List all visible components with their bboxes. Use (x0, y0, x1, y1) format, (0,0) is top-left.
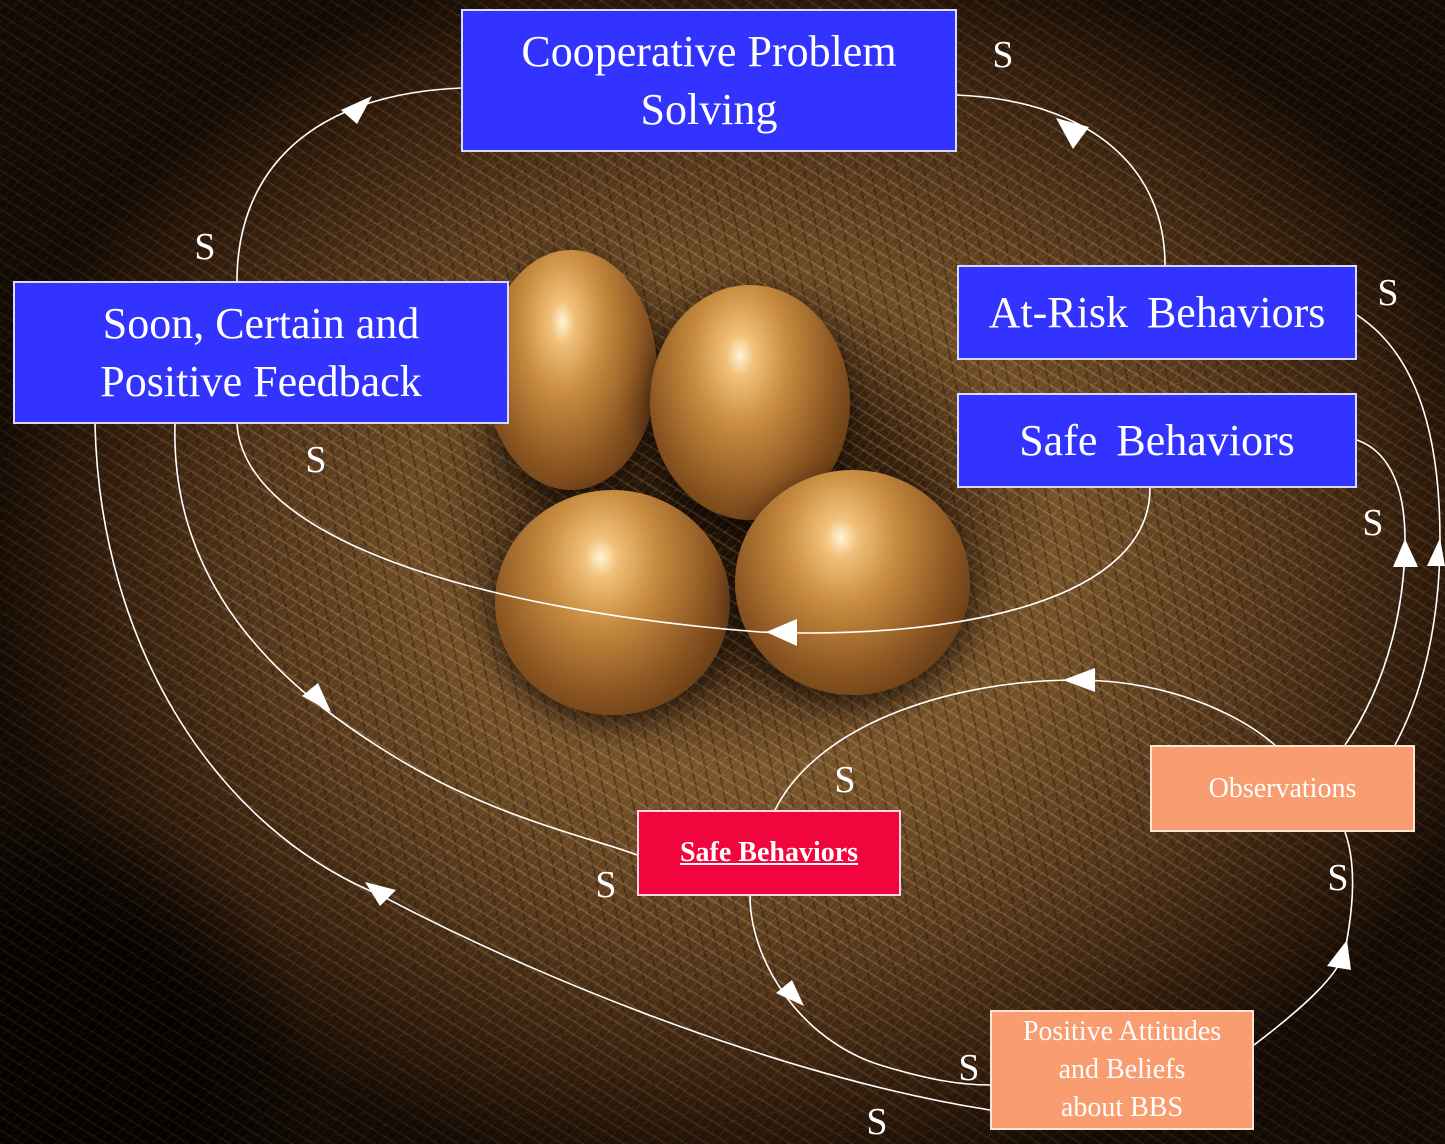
node-observations: Observations (1150, 745, 1415, 832)
connector-safe-link-to-attitudes (749, 895, 991, 1086)
node-label-line: about BBS (1060, 1092, 1184, 1123)
node-at-risk-behaviors: At-Risk Behaviors (957, 265, 1357, 360)
link-label: S (1327, 857, 1349, 899)
arrowhead-icon (776, 980, 804, 1006)
link-label: S (194, 226, 216, 268)
arrowhead-icon (1427, 538, 1445, 566)
link-label: S (1362, 502, 1384, 544)
node-safe-behaviors-link[interactable]: Safe Behaviors (637, 810, 901, 896)
node-label-line: and Beliefs (1058, 1054, 1186, 1085)
connector-feedback-to-safe-link (174, 423, 638, 856)
node-label-line: Solving (640, 84, 778, 134)
node-label-line: Positive Attitudes (1022, 1016, 1222, 1047)
node-label-line: Cooperative Problem (521, 26, 897, 76)
connector-feedback-to-cooperative (236, 87, 462, 282)
connector-atrisk-to-cooperative (956, 94, 1166, 266)
node-cooperative-problem-solving: Cooperative Problem Solving (461, 9, 957, 152)
arrowhead-icon (766, 619, 797, 646)
node-label-line: Positive Feedback (100, 356, 422, 406)
node-label: At-Risk Behaviors (988, 287, 1326, 337)
arrowhead-icon (341, 96, 372, 124)
golden-egg (495, 490, 730, 715)
link-label: S (992, 34, 1014, 76)
arrowhead-icon (302, 683, 331, 712)
node-feedback: Soon, Certain and Positive Feedback (13, 281, 509, 424)
node-label-line: Soon, Certain and (102, 298, 420, 348)
connector-attitudes-to-feedback (94, 423, 991, 1111)
connector-safe-link-to-observations (774, 679, 1276, 811)
golden-egg (485, 250, 657, 490)
arrowhead-icon (1393, 539, 1418, 567)
safe-behaviors-hyperlink[interactable]: Safe Behaviors (679, 837, 859, 868)
golden-egg (735, 470, 970, 695)
link-label: S (1377, 272, 1399, 314)
node-positive-attitudes: Positive Attitudes and Beliefs about BBS (990, 1010, 1254, 1130)
link-label: S (834, 759, 856, 801)
node-label: Observations (1208, 772, 1357, 804)
link-label: S (958, 1047, 980, 1089)
link-label: S (595, 864, 617, 906)
arrowhead-icon (1056, 118, 1089, 149)
connector-feedback-safe-center (236, 423, 1151, 634)
link-label: S (305, 439, 327, 481)
arrowhead-icon (1327, 940, 1351, 970)
arrowhead-icon (365, 882, 396, 906)
link-label: S (866, 1101, 888, 1143)
node-safe-behaviors: Safe Behaviors (957, 393, 1357, 488)
node-label: Safe Behaviors (1019, 415, 1295, 465)
arrowhead-icon (1063, 668, 1095, 692)
